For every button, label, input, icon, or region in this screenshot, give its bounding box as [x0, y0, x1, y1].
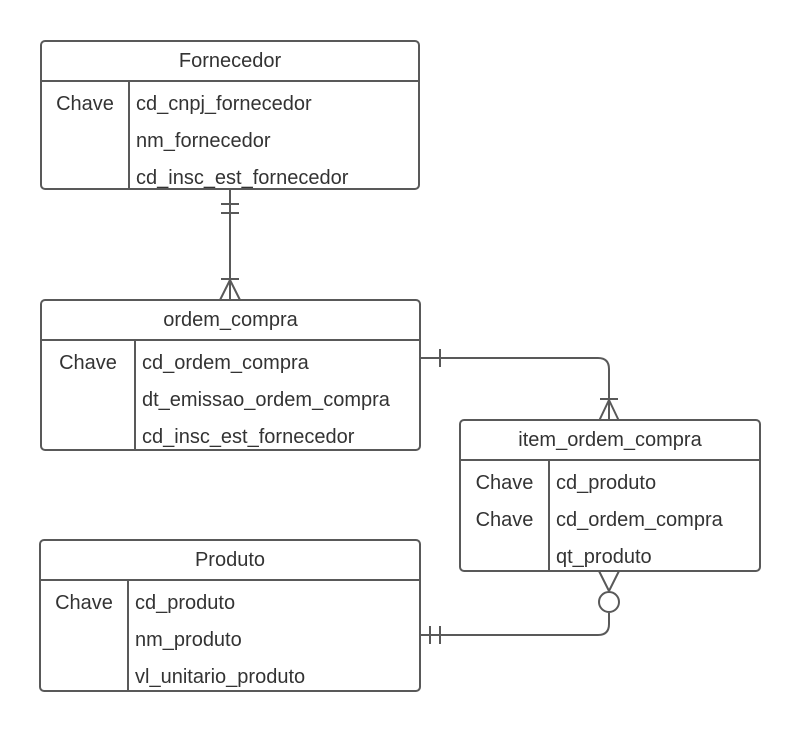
attribute-name: cd_ordem_compra — [142, 352, 309, 374]
entity-body: Chave cd_produto nm_produto vl_unitario_… — [41, 581, 419, 690]
key-column: Chave — [42, 341, 136, 449]
attribute-name: cd_produto — [135, 592, 236, 614]
relationship-line-ordem-compra-item[interactable] — [420, 357, 610, 421]
key-label — [42, 123, 128, 160]
key-label — [41, 622, 127, 659]
entity-title: Fornecedor — [42, 42, 418, 82]
attribute-name: nm_fornecedor — [136, 130, 271, 152]
cardinality-one-and-only-one-produto — [429, 626, 441, 644]
cardinality-zero-item — [598, 591, 620, 613]
key-label: Chave — [475, 509, 534, 531]
key-label: Chave — [59, 352, 117, 374]
entity-fornecedor[interactable]: Fornecedor Chave cd_cnpj_fornecedor nm_f… — [40, 40, 420, 190]
entity-body: Chave cd_ordem_compra dt_emissao_ordem_c… — [42, 341, 419, 449]
entity-title: Produto — [41, 541, 419, 581]
cardinality-one-or-many-item — [598, 398, 620, 422]
key-label — [42, 419, 134, 456]
attribute-name: cd_insc_est_fornecedor — [142, 426, 355, 448]
key-label: Chave — [475, 472, 534, 494]
key-label — [41, 659, 127, 696]
attribute-column: cd_produto cd_ordem_compra qt_produto — [550, 461, 723, 570]
key-label — [42, 160, 128, 197]
entity-body: Chave cd_cnpj_fornecedor nm_fornecedor c… — [42, 82, 418, 189]
attribute-name: cd_ordem_compra — [556, 509, 723, 531]
key-column: Chave — [42, 82, 130, 188]
cardinality-many-item — [598, 570, 620, 592]
key-label — [42, 382, 134, 419]
entity-ordem-compra[interactable]: ordem_compra Chave cd_ordem_compra dt_em… — [40, 299, 421, 451]
key-label: Chave — [55, 592, 113, 614]
cardinality-one-or-many-ordem-compra — [219, 278, 241, 301]
attribute-column: cd_cnpj_fornecedor nm_fornecedor cd_insc… — [130, 82, 348, 189]
attribute-column: cd_produto nm_produto vl_unitario_produt… — [129, 581, 305, 690]
attribute-name: cd_cnpj_fornecedor — [136, 93, 312, 115]
attribute-name: cd_produto — [556, 472, 657, 494]
cardinality-one-and-only-one-fornecedor — [221, 203, 239, 214]
key-column: Chave Chave — [461, 461, 550, 570]
entity-title: ordem_compra — [42, 301, 419, 341]
attribute-name: dt_emissao_ordem_compra — [142, 389, 390, 411]
entity-body: Chave Chave cd_produto cd_ordem_compra q… — [461, 461, 759, 570]
attribute-name: cd_insc_est_fornecedor — [136, 167, 349, 189]
entity-produto[interactable]: Produto Chave cd_produto nm_produto vl_u… — [39, 539, 421, 692]
attribute-name: vl_unitario_produto — [135, 666, 306, 688]
entity-item-ordem-compra[interactable]: item_ordem_compra Chave Chave cd_produto… — [459, 419, 761, 572]
key-label — [461, 539, 548, 576]
attribute-name: nm_produto — [135, 629, 242, 651]
attribute-column: cd_ordem_compra dt_emissao_ordem_compra … — [136, 341, 390, 449]
key-label: Chave — [56, 93, 114, 115]
entity-title: item_ordem_compra — [461, 421, 759, 461]
attribute-name: qt_produto — [556, 546, 652, 568]
key-column: Chave — [41, 581, 129, 690]
relationship-line-produto-item[interactable] — [420, 613, 610, 636]
